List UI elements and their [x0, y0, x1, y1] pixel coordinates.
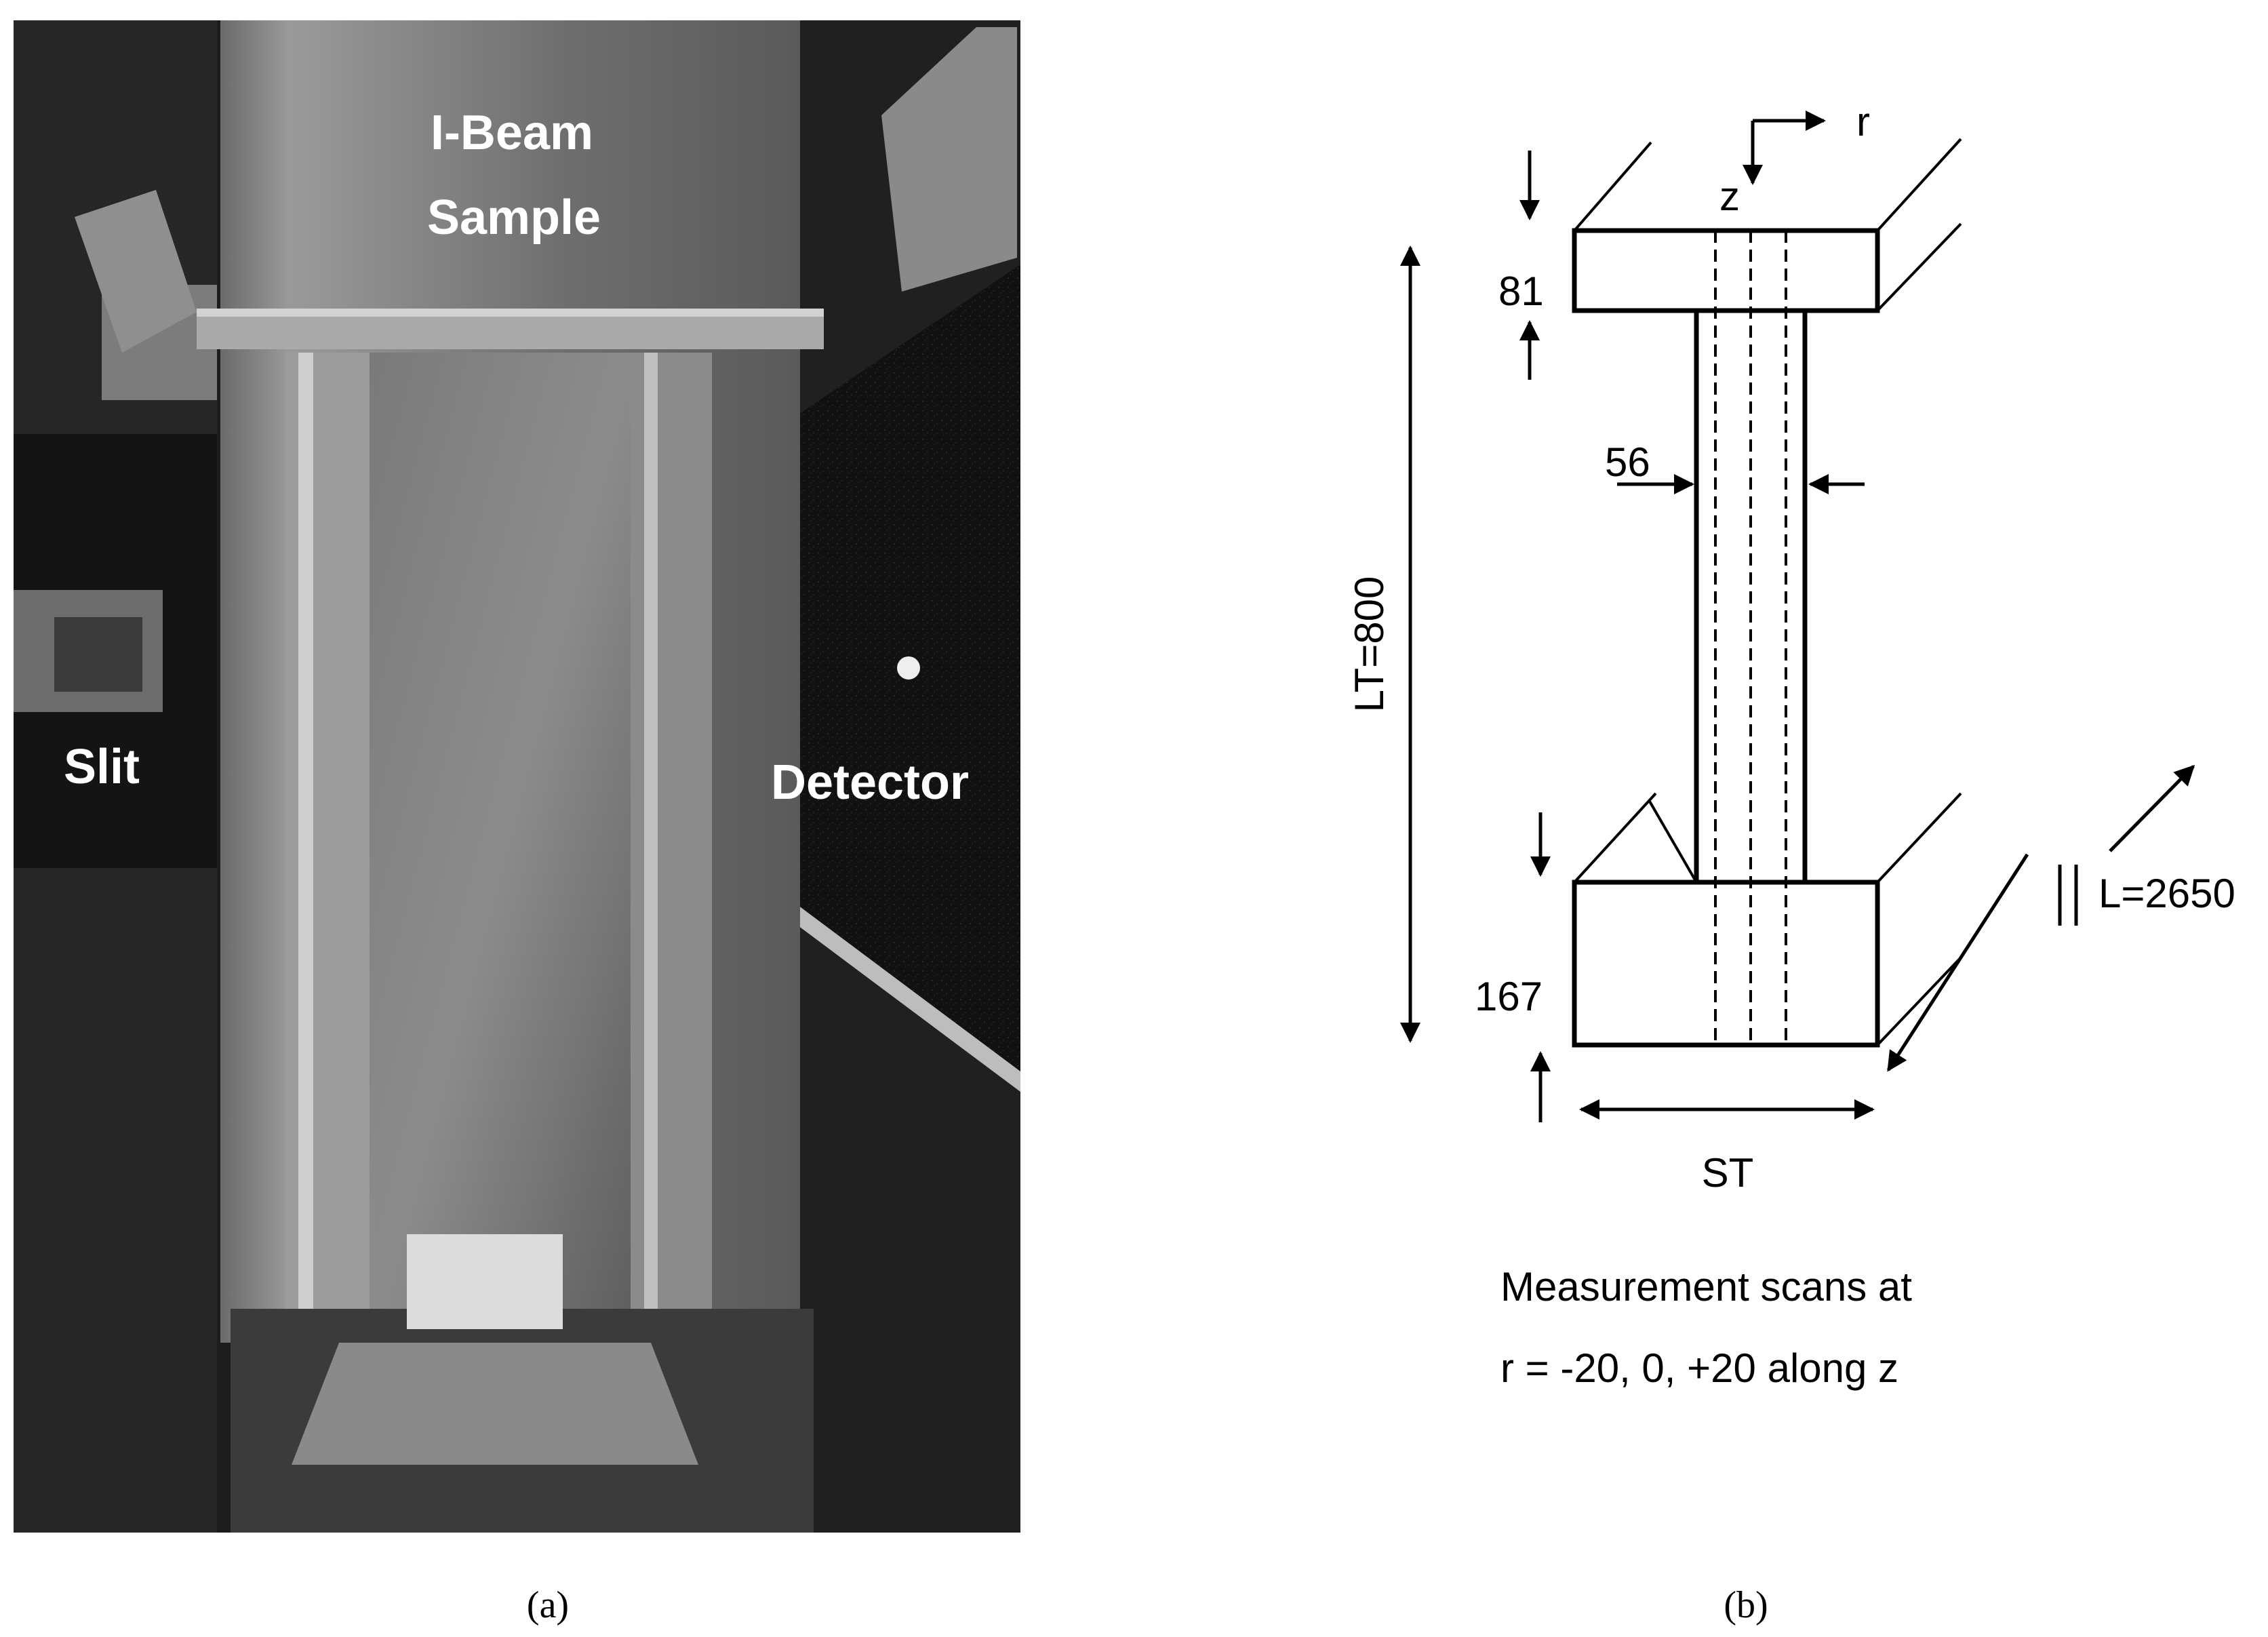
- perspective-lines: [1573, 138, 1962, 1046]
- axis-indicator: [1743, 111, 1826, 185]
- i-beam-web: [370, 353, 631, 1343]
- dim-label-width: ST: [1702, 1150, 1754, 1196]
- label-slit: Slit: [64, 740, 140, 794]
- axis-label-z: z: [1719, 174, 1740, 219]
- slit-bracket-inner: [54, 617, 142, 692]
- dim-label-bottom-flange: 167: [1475, 974, 1543, 1019]
- label-sample-line1: I-Beam: [431, 106, 593, 160]
- scan-lines: [1714, 231, 1787, 1045]
- dim-label-height: LT=800: [1347, 576, 1392, 713]
- top-flange: [1572, 228, 1880, 313]
- caption-b: (b): [1724, 1584, 1768, 1626]
- label-detector: Detector: [771, 755, 969, 810]
- i-beam-flange-left: [285, 353, 370, 1343]
- base-plate: [292, 1343, 698, 1465]
- i-beam-flange-left-shadow: [298, 353, 313, 1343]
- detector-housing: [739, 264, 1020, 1071]
- i-beam-flange-right-shadow: [644, 353, 658, 1343]
- schematic-panel: [1400, 111, 2195, 1122]
- note-line-2: r = -20, 0, +20 along z: [1500, 1345, 1898, 1391]
- left-gusset: [75, 190, 197, 353]
- axis-label-r: r: [1856, 99, 1870, 144]
- dim-length: [1886, 764, 2195, 1072]
- dim-label-top-flange: 81: [1498, 269, 1544, 314]
- i-beam-flange-right: [631, 353, 712, 1343]
- right-gusset: [881, 27, 1017, 292]
- detector-edge: [739, 861, 1020, 1092]
- caption-a: (a): [527, 1584, 569, 1626]
- label-sample-line2: Sample: [427, 191, 601, 245]
- photo-panel: I-Beam Sample Slit Detector: [14, 20, 1020, 1533]
- schematic-labels: r z 81 56 LT=800 167 ST L=2650 Measureme…: [1347, 99, 2235, 1391]
- bottom-flange: [1572, 880, 1880, 1048]
- dim-label-web: 56: [1605, 439, 1650, 485]
- clamp-bar-highlight: [197, 309, 824, 317]
- note-line-1: Measurement scans at: [1500, 1264, 1912, 1309]
- sample-tag: [407, 1234, 563, 1329]
- dim-label-length: L=2650: [2098, 871, 2235, 916]
- detector-marker: [897, 656, 920, 679]
